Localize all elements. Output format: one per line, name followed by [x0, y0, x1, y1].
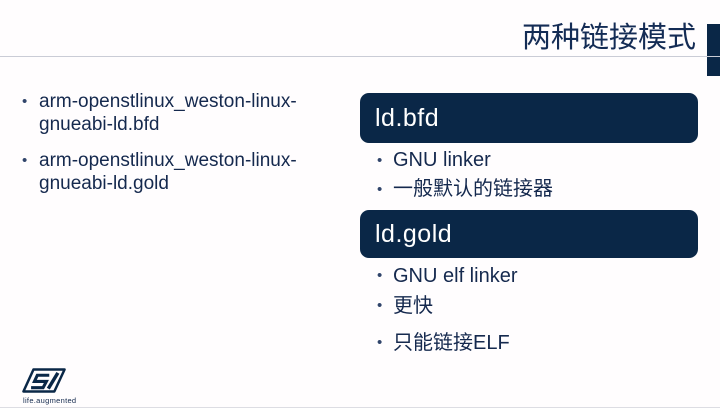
list-item: • arm-openstlinux_weston-linux-gnueabi-l…	[22, 149, 346, 195]
section-header-ld-gold: ld.gold	[360, 210, 698, 258]
ld-bfd-bullet-list: • GNU linker • 一般默认的链接器	[377, 146, 707, 204]
brand-tagline: life.augmented	[23, 396, 77, 405]
list-item: • GNU elf linker	[377, 261, 707, 291]
bullet-icon: •	[377, 152, 383, 169]
list-item-text: 只能链接ELF	[393, 332, 510, 354]
section-header-ld-bfd: ld.bfd	[360, 93, 698, 143]
list-item: • arm-openstlinux_weston-linux-gnueabi-l…	[22, 90, 346, 136]
list-item: • 只能链接ELF	[377, 328, 707, 358]
list-item-text: arm-openstlinux_weston-linux-gnueabi-ld.…	[39, 91, 297, 135]
title-accent-bar	[707, 24, 720, 76]
list-item-text: 一般默认的链接器	[393, 178, 553, 200]
list-item: • 更快	[377, 291, 707, 321]
section-header-label: ld.gold	[375, 219, 453, 248]
title-divider	[0, 56, 720, 57]
bullet-icon: •	[377, 181, 383, 198]
bullet-icon: •	[377, 334, 383, 351]
list-item: • 一般默认的链接器	[377, 175, 707, 204]
bullet-icon: •	[377, 297, 383, 314]
ld-gold-bullet-list: • GNU elf linker • 更快 • 只能链接ELF	[377, 261, 707, 358]
list-item-text: GNU elf linker	[393, 265, 518, 287]
list-item-text: 更快	[393, 295, 433, 317]
section-header-label: ld.bfd	[375, 103, 440, 132]
bullet-icon: •	[22, 152, 28, 169]
list-item-text: GNU linker	[393, 149, 491, 171]
list-item-text: arm-openstlinux_weston-linux-gnueabi-ld.…	[39, 150, 297, 194]
bullet-icon: •	[377, 267, 383, 284]
page-title: 两种链接模式	[521, 22, 696, 54]
bullet-icon: •	[22, 93, 28, 110]
linker-binaries-list: • arm-openstlinux_weston-linux-gnueabi-l…	[22, 90, 346, 208]
st-logo-icon	[22, 368, 68, 395]
list-item: • GNU linker	[377, 146, 707, 175]
